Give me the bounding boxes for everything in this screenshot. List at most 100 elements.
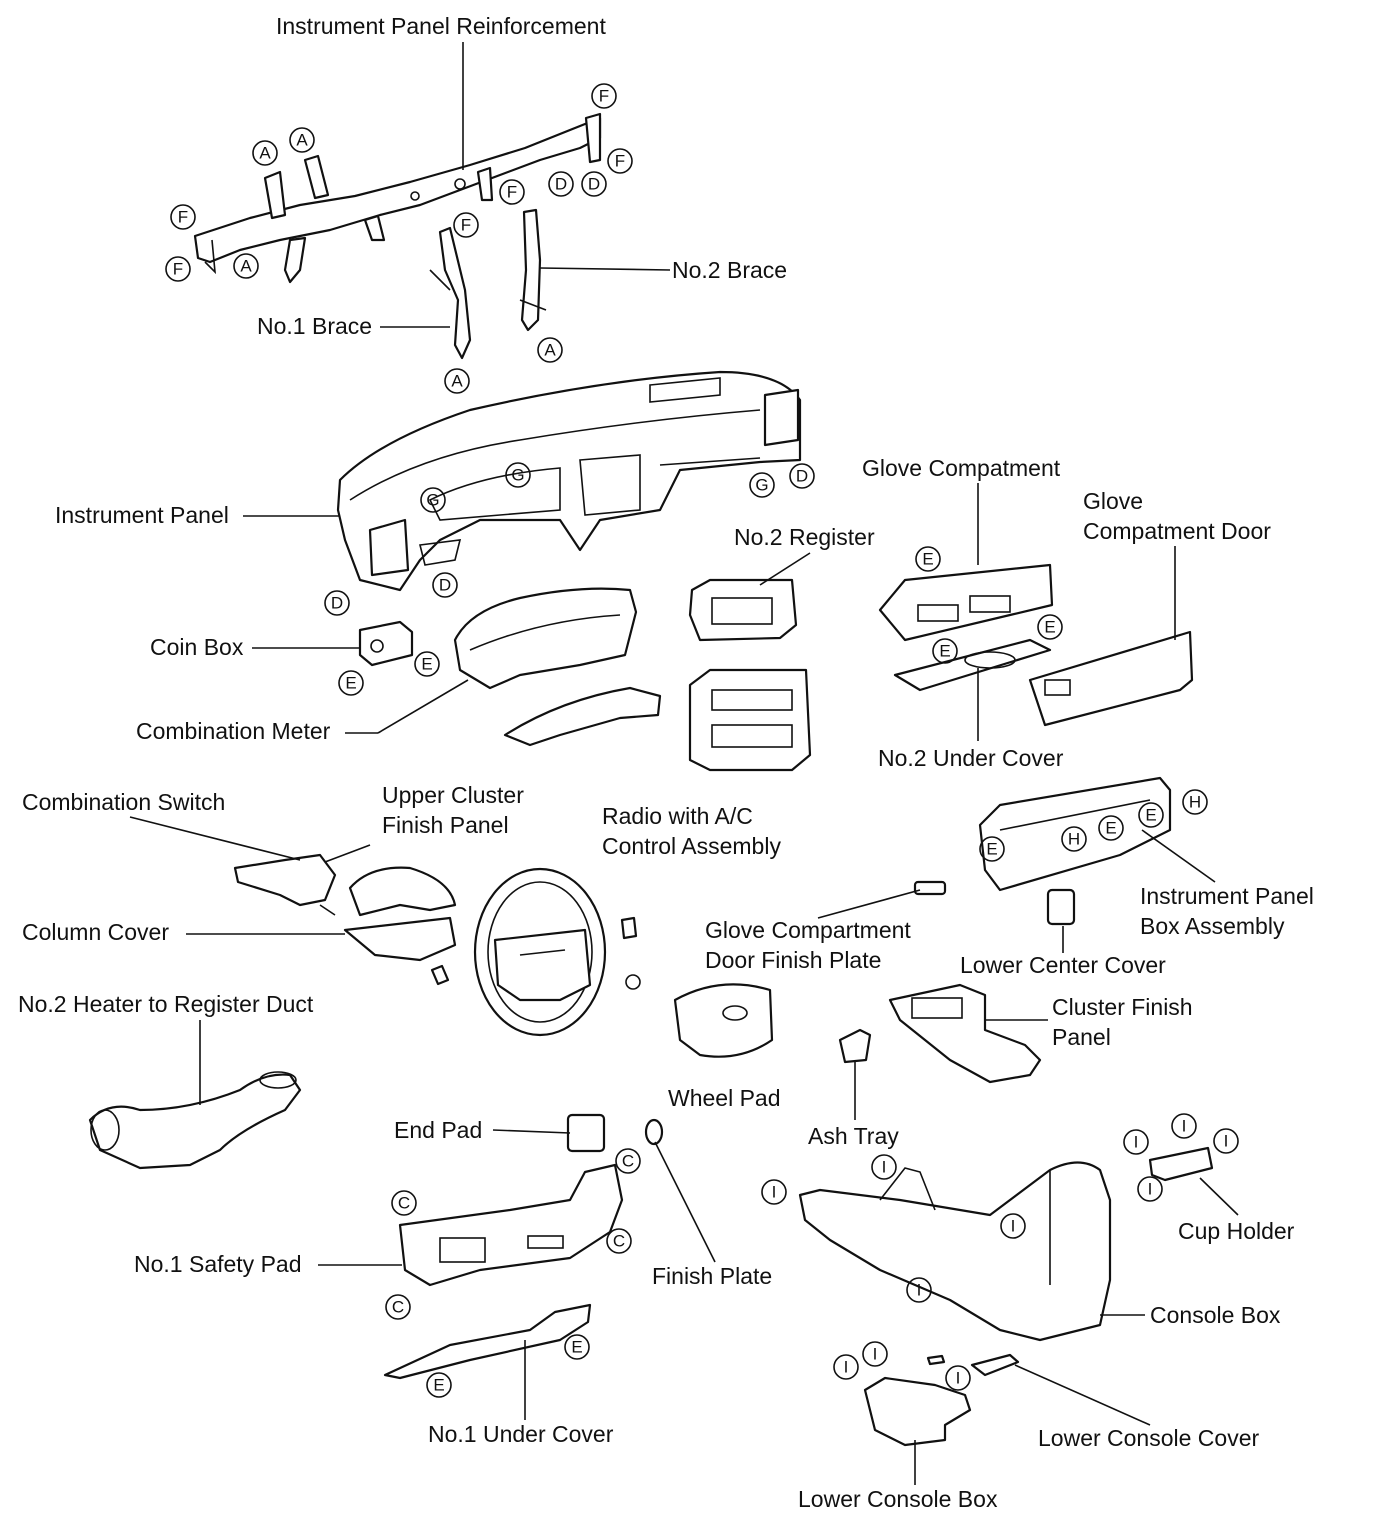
fastener-letters: A A A A A F F F F F F D D D D D G G G E …: [173, 87, 1229, 1395]
svg-text:E: E: [922, 550, 933, 569]
svg-text:E: E: [571, 1338, 582, 1357]
svg-text:E: E: [421, 655, 432, 674]
combination-meter-drawing: [453, 587, 638, 690]
svg-text:E: E: [1105, 819, 1116, 838]
coin-box-drawing: [358, 620, 414, 667]
svg-text:I: I: [1224, 1132, 1229, 1151]
label-no1-under-cover: No.1 Under Cover: [428, 1421, 614, 1447]
label-no2-under-cover: No.2 Under Cover: [878, 745, 1064, 771]
label-line-1: Instrument Panel: [1140, 883, 1314, 909]
label-line-2: Door Finish Plate: [705, 947, 882, 973]
label-line-1: Glove: [1083, 488, 1144, 514]
wheel-clip-drawing: [620, 916, 638, 940]
column-clip-drawing: [430, 964, 450, 986]
end-pad-drawing: [566, 1113, 606, 1153]
svg-text:I: I: [873, 1345, 878, 1364]
svg-text:A: A: [240, 257, 252, 276]
label-no1-safety-pad: No.1 Safety Pad: [134, 1251, 302, 1277]
cup-holder-drawing: [1148, 1146, 1214, 1182]
instrument-panel-drawing: [336, 370, 802, 592]
label-line-1: Glove Compartment: [705, 917, 911, 943]
svg-text:G: G: [755, 476, 768, 495]
label-line-1: Upper Cluster: [382, 782, 524, 808]
label-no2-brace: No.2 Brace: [672, 257, 788, 283]
label-instrument-panel-reinforcement: Instrument Panel Reinforcement: [276, 13, 606, 39]
svg-text:A: A: [544, 341, 556, 360]
svg-text:E: E: [433, 1376, 444, 1395]
label-upper-cluster-finish-panel: Upper Cluster Finish Panel: [382, 780, 524, 840]
label-cluster-finish-panel: Cluster Finish Panel: [1052, 992, 1193, 1052]
svg-text:I: I: [1182, 1117, 1187, 1136]
label-end-pad: End Pad: [394, 1117, 483, 1143]
svg-text:A: A: [296, 131, 308, 150]
svg-text:F: F: [615, 152, 625, 171]
lower-console-box-drawing: [863, 1376, 972, 1447]
upper-cluster-finish-panel-drawing: [503, 686, 662, 747]
column-cover-drawing: [343, 866, 457, 962]
cluster-finish-panel-drawing: [888, 983, 1042, 1084]
svg-text:E: E: [345, 674, 356, 693]
no2-heater-duct-drawing: [88, 1071, 302, 1170]
ash-tray-drawing: [838, 1028, 872, 1064]
svg-text:H: H: [1068, 830, 1080, 849]
svg-text:A: A: [451, 372, 463, 391]
svg-text:E: E: [1145, 806, 1156, 825]
svg-text:I: I: [844, 1358, 849, 1377]
glove-door-finish-plate-drawing: [913, 880, 947, 896]
label-cup-holder: Cup Holder: [1178, 1218, 1295, 1244]
leader-lines: [129, 42, 1239, 1485]
label-line-1: Cluster Finish: [1052, 994, 1193, 1020]
label-line-1: Radio with A/C: [602, 803, 753, 829]
lower-console-cover-drawing: [970, 1353, 1020, 1377]
wheel-screw-drawing: [625, 974, 641, 990]
svg-text:G: G: [511, 466, 524, 485]
label-ash-tray: Ash Tray: [808, 1123, 899, 1149]
label-glove-compartment-door: Glove Compatment Door: [1083, 486, 1271, 546]
label-wheel-pad: Wheel Pad: [668, 1085, 781, 1111]
glove-compartment-door-drawing: [1028, 630, 1194, 727]
label-radio-ac-control: Radio with A/C Control Assembly: [602, 801, 781, 861]
svg-text:E: E: [1044, 618, 1055, 637]
lower-center-cover-drawing: [1046, 888, 1076, 926]
console-box-drawing: [798, 1161, 1112, 1342]
label-lower-center-cover: Lower Center Cover: [960, 952, 1166, 978]
svg-text:G: G: [426, 491, 439, 510]
label-no2-register: No.2 Register: [734, 524, 875, 550]
label-instrument-panel-box-assembly: Instrument Panel Box Assembly: [1140, 881, 1314, 941]
svg-text:C: C: [392, 1298, 404, 1317]
svg-text:D: D: [331, 594, 343, 613]
svg-text:F: F: [507, 183, 517, 202]
svg-text:E: E: [939, 642, 950, 661]
radio-ac-drawing: [688, 668, 812, 772]
label-line-2: Box Assembly: [1140, 913, 1285, 939]
svg-text:D: D: [555, 175, 567, 194]
svg-text:I: I: [1011, 1217, 1016, 1236]
label-combination-meter: Combination Meter: [136, 718, 331, 744]
fastener-markers: [165, 83, 1239, 1398]
svg-text:F: F: [178, 208, 188, 227]
no1-safety-pad-drawing: [398, 1163, 624, 1287]
label-lower-console-box: Lower Console Box: [798, 1486, 998, 1512]
label-line-2: Panel: [1052, 1024, 1111, 1050]
svg-text:I: I: [772, 1183, 777, 1202]
label-coin-box: Coin Box: [150, 634, 244, 660]
svg-text:C: C: [398, 1194, 410, 1213]
no1-under-cover-drawing: [383, 1303, 592, 1380]
svg-text:A: A: [259, 144, 271, 163]
combination-switch-drawing: [233, 844, 371, 916]
svg-text:F: F: [173, 260, 183, 279]
svg-text:I: I: [882, 1158, 887, 1177]
steering-wheel-drawing: [473, 867, 607, 1037]
label-line-2: Control Assembly: [602, 833, 781, 859]
svg-text:I: I: [956, 1369, 961, 1388]
label-no2-heater-duct: No.2 Heater to Register Duct: [18, 991, 314, 1017]
lower-console-clip-drawing: [926, 1354, 946, 1366]
label-column-cover: Column Cover: [22, 919, 169, 945]
svg-text:I: I: [1148, 1180, 1153, 1199]
svg-text:H: H: [1189, 793, 1201, 812]
no2-register-drawing: [688, 578, 798, 642]
label-glove-door-finish-plate: Glove Compartment Door Finish Plate: [705, 915, 911, 975]
no1-brace-drawing: [429, 226, 472, 360]
svg-text:I: I: [917, 1281, 922, 1300]
